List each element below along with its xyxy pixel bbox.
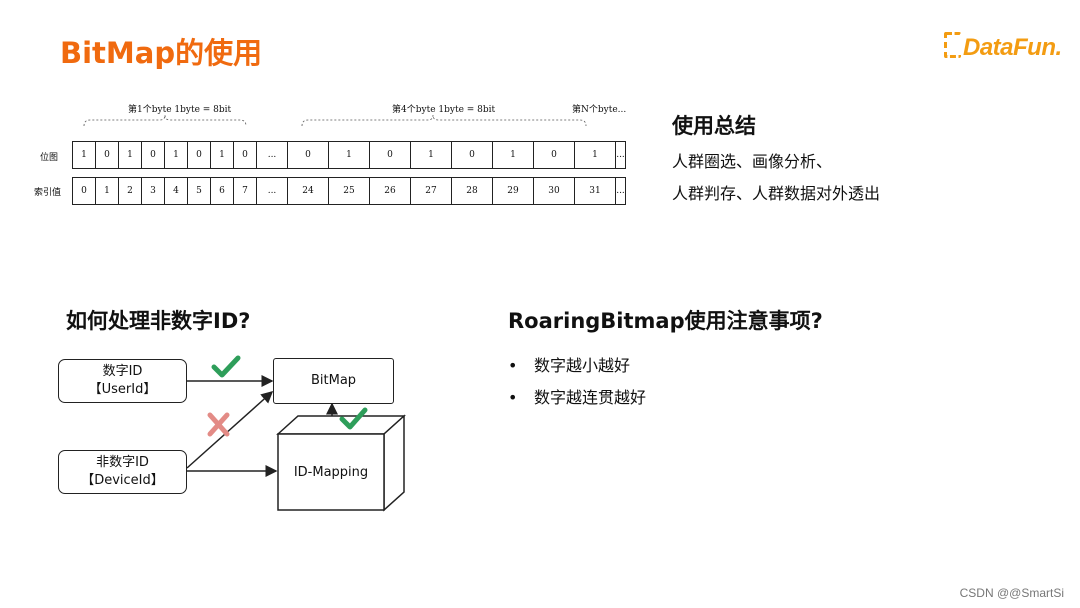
bit-cell: 1 bbox=[575, 142, 616, 168]
bitmap-box: BitMap bbox=[273, 358, 394, 404]
row-label-index: 索引值 bbox=[34, 188, 62, 198]
summary-line-1: 人群圈选、画像分析、 bbox=[672, 152, 833, 171]
roaring-bullet-2: • 数字越连贯越好 bbox=[508, 384, 646, 408]
roaring-bullet-2-text: 数字越连贯越好 bbox=[534, 388, 647, 407]
nonnumeric-id-label: 非数字ID bbox=[96, 455, 149, 470]
idmapping-label: ID-Mapping bbox=[278, 434, 384, 510]
cross-icon bbox=[207, 412, 230, 437]
bit-cell: 1 bbox=[73, 142, 96, 168]
index-cell: 30 bbox=[534, 178, 575, 204]
bit-cell: 1 bbox=[119, 142, 142, 168]
idmapping-cube bbox=[276, 414, 406, 512]
index-cell: 3 bbox=[142, 178, 165, 204]
summary-heading: 使用总结 bbox=[672, 114, 756, 138]
nonnumeric-id-box: 非数字ID 【DeviceId】 bbox=[58, 450, 187, 494]
bit-cell: 0 bbox=[188, 142, 211, 168]
page-title: BitMap的使用 bbox=[60, 36, 263, 70]
index-cell: 7 bbox=[234, 178, 257, 204]
bit-cell: 0 bbox=[96, 142, 119, 168]
index-cell: 6 bbox=[211, 178, 234, 204]
bit-cell: 0 bbox=[534, 142, 575, 168]
index-cell: 31 bbox=[575, 178, 616, 204]
roaring-heading: RoaringBitmap使用注意事项? bbox=[508, 309, 823, 333]
logo-text: DataFun. bbox=[963, 34, 1062, 61]
nonnumeric-heading: 如何处理非数字ID? bbox=[66, 309, 251, 333]
index-cell: 1 bbox=[96, 178, 119, 204]
brace-label-byte1: 第1个byte 1byte = 8bit bbox=[128, 105, 232, 115]
index-cell: 27 bbox=[411, 178, 452, 204]
index-cell: 4 bbox=[165, 178, 188, 204]
watermark: CSDN @@SmartSi bbox=[959, 586, 1064, 600]
bullet-dot-icon: • bbox=[508, 356, 518, 375]
roaring-bullet-1: • 数字越小越好 bbox=[508, 352, 630, 376]
index-cell: 0 bbox=[73, 178, 96, 204]
brace-label-byte4: 第4个byte 1byte = 8bit bbox=[392, 105, 496, 115]
nonnumeric-id-sublabel: 【DeviceId】 bbox=[81, 473, 164, 488]
numeric-id-box: 数字ID 【UserId】 bbox=[58, 359, 187, 403]
check-icon-idmapping bbox=[339, 407, 368, 430]
bit-cell: 1 bbox=[493, 142, 534, 168]
logo-mark-icon bbox=[944, 32, 961, 58]
idmapping-text: ID-Mapping bbox=[293, 464, 369, 480]
bullet-dot-icon: • bbox=[508, 388, 518, 407]
bit-cell: 1 bbox=[165, 142, 188, 168]
summary-line-2: 人群判存、人群数据对外透出 bbox=[672, 184, 881, 203]
index-cell: 25 bbox=[329, 178, 370, 204]
bit-cell: 0 bbox=[370, 142, 411, 168]
roaring-bullet-1-text: 数字越小越好 bbox=[534, 356, 631, 375]
index-cell: 24 bbox=[288, 178, 329, 204]
index-cell: 5 bbox=[188, 178, 211, 204]
arrow-nonnumeric-to-bitmap bbox=[186, 391, 274, 469]
index-cell: 28 bbox=[452, 178, 493, 204]
bit-cell: 0 bbox=[142, 142, 165, 168]
bitmap-box-label: BitMap bbox=[310, 373, 357, 388]
check-icon-numeric bbox=[211, 355, 241, 378]
index-cell: ... bbox=[257, 178, 288, 204]
brace-label-byten: 第N个byte... bbox=[572, 105, 627, 115]
bit-cell: 0 bbox=[288, 142, 329, 168]
bit-cell: 1 bbox=[329, 142, 370, 168]
row-label-bitmap: 位图 bbox=[40, 153, 59, 163]
numeric-id-sublabel: 【UserId】 bbox=[88, 382, 157, 397]
index-cell: 26 bbox=[370, 178, 411, 204]
datafun-logo: DataFun. bbox=[944, 32, 1062, 62]
bit-cell: 1 bbox=[411, 142, 452, 168]
index-cell: 29 bbox=[493, 178, 534, 204]
numeric-id-label: 数字ID bbox=[102, 364, 143, 379]
bit-cell: 1 bbox=[211, 142, 234, 168]
bit-cell: 0 bbox=[234, 142, 257, 168]
index-cell: ... bbox=[616, 186, 625, 196]
bit-cell: ... bbox=[616, 150, 625, 160]
index-cell: 2 bbox=[119, 178, 142, 204]
bit-cell: 0 bbox=[452, 142, 493, 168]
bit-cell: ... bbox=[257, 142, 288, 168]
